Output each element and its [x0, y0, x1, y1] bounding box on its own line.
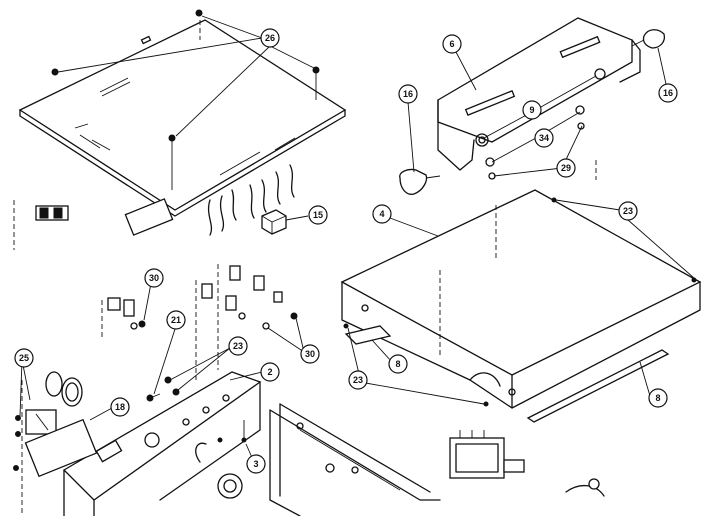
callout-26: 26 — [260, 28, 280, 48]
cover-screws — [51, 9, 320, 190]
callout-23-middle: 23 — [228, 336, 248, 356]
leader-lines — [19, 15, 695, 463]
callout-34: 34 — [534, 128, 554, 148]
connector-block — [13, 200, 69, 250]
callout-23-middle-label: 23 — [233, 341, 243, 351]
input-jack-assembly — [13, 371, 98, 516]
callout-29-label: 29 — [561, 163, 571, 173]
knob-part-16-right — [631, 29, 666, 49]
callout-18: 18 — [110, 397, 130, 417]
callout-4-label: 4 — [379, 209, 384, 219]
callout-25-label: 25 — [19, 353, 29, 363]
callout-30-lower: 30 — [300, 344, 320, 364]
callout-8-lower-label: 8 — [655, 393, 660, 403]
switch-mount-panel — [101, 264, 298, 380]
callout-21: 21 — [166, 310, 186, 330]
callout-23-lower-label: 23 — [353, 375, 363, 385]
callout-30-lower-label: 30 — [305, 349, 315, 359]
callout-30-upper-label: 30 — [149, 273, 159, 283]
rotary-switch — [449, 430, 605, 497]
inner-chassis-frame — [269, 403, 441, 516]
panel-screws — [146, 376, 180, 402]
part-3-clip-and-knob — [195, 420, 247, 499]
callout-25: 25 — [14, 348, 34, 368]
callout-4: 4 — [372, 204, 392, 224]
cover-wire-tabs — [124, 164, 295, 236]
strip-part-8-upper — [344, 325, 392, 345]
callout-9-label: 9 — [529, 105, 534, 115]
callout-3: 3 — [246, 454, 266, 474]
callout-21-label: 21 — [171, 315, 181, 325]
callout-30-upper: 30 — [144, 268, 164, 288]
callout-23-top-right-label: 23 — [623, 206, 633, 216]
callout-29: 29 — [556, 158, 576, 178]
front-panel-part-2 — [62, 371, 262, 516]
callout-8-upper-label: 8 — [395, 359, 400, 369]
callout-8-lower: 8 — [648, 388, 668, 408]
callout-34-label: 34 — [539, 133, 549, 143]
callout-23-top-right: 23 — [618, 201, 638, 221]
callout-2: 2 — [260, 362, 280, 382]
callout-6-label: 6 — [449, 39, 454, 49]
top-cover-plate — [18, 19, 347, 217]
part-15-block — [261, 209, 287, 235]
callout-18-label: 18 — [115, 402, 125, 412]
callout-23-lower: 23 — [348, 370, 368, 390]
callout-2-label: 2 — [267, 367, 272, 377]
strip-part-8-lower — [526, 349, 670, 423]
callout-16-left: 16 — [398, 84, 418, 104]
knob-part-16-left — [399, 168, 441, 195]
callout-15: 15 — [308, 205, 328, 225]
callout-16-left-label: 16 — [403, 89, 413, 99]
callout-6: 6 — [442, 34, 462, 54]
callout-16-right-label: 16 — [663, 88, 673, 98]
bracket-part-6 — [437, 17, 641, 171]
washers-nuts — [485, 105, 585, 180]
callout-26-label: 26 — [265, 33, 275, 43]
callout-16-right: 16 — [658, 83, 678, 103]
callout-9: 9 — [522, 100, 542, 120]
chassis-box-part-4 — [340, 160, 702, 409]
callout-3-label: 3 — [253, 459, 258, 469]
callout-15-label: 15 — [313, 210, 323, 220]
callout-8-upper: 8 — [388, 354, 408, 374]
